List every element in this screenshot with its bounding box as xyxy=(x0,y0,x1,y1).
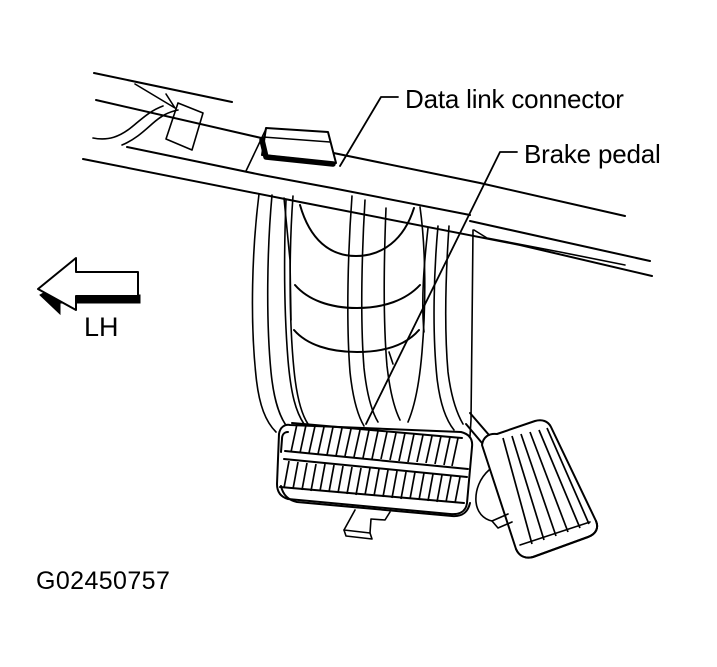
accelerator-pedal-group xyxy=(465,412,599,559)
direction-arrow-left-icon xyxy=(37,257,139,311)
data-link-connector-group xyxy=(245,127,337,172)
dash-vent-rectangle xyxy=(165,102,204,151)
dash-left-curve xyxy=(92,105,164,140)
brake-pedal-divider-line-1 xyxy=(284,450,469,470)
dash-panel-group xyxy=(82,72,653,277)
brake-pedal-arm-right xyxy=(360,199,379,423)
brake-pedal-leader-line xyxy=(365,151,518,425)
brake-pedal-divider-line-2 xyxy=(283,458,468,478)
column-boot-rib-3 xyxy=(293,329,420,353)
figure-id-label: G02450757 xyxy=(36,567,170,595)
column-support-panel-left xyxy=(283,197,292,321)
kick-panel-vertical-edge xyxy=(469,229,474,437)
brake-pedal-lower-ribs xyxy=(283,460,461,504)
accelerator-pedal-hinge xyxy=(475,469,509,522)
column-boot-rib-1 xyxy=(299,204,415,257)
accelerator-pedal-lip-inner xyxy=(519,521,591,546)
dash-upper-edge-line xyxy=(93,72,233,103)
data-link-connector-top-face xyxy=(262,136,331,143)
kick-panel-fold-line xyxy=(421,227,429,333)
direction-arrow-label: LH xyxy=(84,312,119,342)
kick-panel-inner-line xyxy=(433,225,455,431)
data-link-connector-leader-line xyxy=(339,96,399,167)
brake-pedal-rib-band-top xyxy=(291,422,463,439)
column-boot-right-contour xyxy=(407,206,426,423)
dash-lower-front-face xyxy=(126,146,471,216)
brake-pedal-mount-tab xyxy=(343,509,391,534)
dash-bottom-edge-line-2 xyxy=(469,220,651,262)
accelerator-pedal-bottom-lip xyxy=(515,520,599,559)
dash-bottom-edge-line xyxy=(82,158,653,277)
brake-pedal-pad-top-bevel xyxy=(280,431,289,453)
callout-leaders-group xyxy=(339,96,518,425)
accelerator-link-rod-upper xyxy=(469,412,490,436)
brake-pedal-label: Brake pedal xyxy=(524,139,661,169)
dash-left-inner-curve xyxy=(121,109,179,146)
brake-pedal-arm-outer xyxy=(383,207,401,421)
accelerator-link-rod-lower xyxy=(465,423,483,444)
dash-vent-facet-line xyxy=(134,83,176,109)
brake-pedal-mount-tab-edge xyxy=(343,529,373,540)
column-boot-rib-2 xyxy=(294,284,421,309)
brake-pedal-arm-group xyxy=(347,195,401,427)
column-boot-left-contour xyxy=(283,199,305,425)
column-bracket-outer-left xyxy=(251,193,277,433)
brake-pedal-front-lip xyxy=(280,485,471,518)
column-bracket-inner-left xyxy=(266,194,289,429)
steering-column-group xyxy=(251,193,426,433)
data-link-connector-mount-line xyxy=(245,128,267,172)
data-link-connector-label: Data link connector xyxy=(405,84,624,114)
column-boot-seam-left xyxy=(289,195,309,425)
dash-seam-line-upper xyxy=(95,99,626,217)
accelerator-pedal-hinge-edge xyxy=(491,520,513,529)
dash-right-fold-line xyxy=(473,229,626,266)
accelerator-pedal-ribs xyxy=(502,427,590,545)
direction-arrow-group: LH xyxy=(37,257,141,342)
brake-pedal-upper-ribs xyxy=(290,423,459,467)
data-link-connector-shadow-edge xyxy=(259,137,336,167)
brake-pedal-arm-tick xyxy=(388,351,394,365)
brake-pedal-arm-left xyxy=(347,195,365,427)
brake-pedal-pad-group xyxy=(276,422,474,540)
